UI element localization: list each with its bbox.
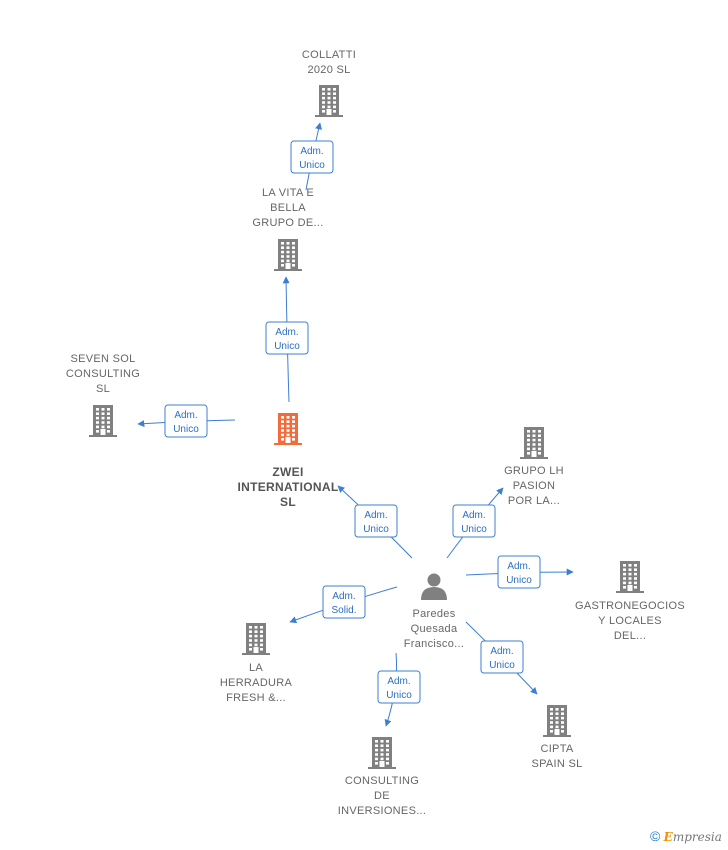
edge-paredes-zwei: Adm. Unico — [337, 485, 413, 559]
edge-label-box[interactable] — [322, 585, 366, 619]
node-label-line: GRUPO DE... — [252, 217, 323, 229]
building-icon[interactable] — [616, 561, 644, 593]
node-label-line: 2020 SL — [307, 64, 350, 76]
edge-paredes-herradura: Adm. Solid. — [289, 585, 398, 624]
node-label-line: DE — [374, 790, 390, 802]
node-label-line: Paredes — [412, 608, 455, 620]
node-label-line: ZWEI — [272, 465, 303, 479]
edge-label-box[interactable] — [377, 670, 421, 704]
node-label-line: CONSULTING — [345, 775, 419, 787]
node-label-line: GRUPO LH — [504, 465, 564, 477]
edge-label-text: Unico — [299, 160, 325, 171]
node-label-line: Quesada — [411, 623, 458, 635]
edge-label-text: Adm. — [507, 561, 530, 572]
node-label-line: SL — [280, 495, 296, 509]
node-label-line: SL — [96, 383, 110, 395]
edge-label-text: Unico — [461, 524, 487, 535]
edge-label-box[interactable] — [452, 504, 496, 538]
edge-label-box[interactable] — [265, 321, 309, 355]
building-icon[interactable] — [543, 705, 571, 737]
edge-paredes-gastro: Adm. Unico — [465, 555, 574, 589]
edge-label-text: Unico — [274, 341, 300, 352]
node-label-line: Francisco... — [404, 638, 464, 650]
edge-label-text: Adm. — [332, 591, 355, 602]
edge-label-text: Adm. — [490, 646, 513, 657]
building-icon[interactable] — [89, 405, 117, 437]
building-icon[interactable] — [368, 737, 396, 769]
building-icon[interactable] — [315, 85, 343, 117]
node-label-line: SEVEN SOL — [70, 353, 135, 365]
node-label-line: CONSULTING — [66, 368, 140, 380]
building-icon[interactable] — [242, 623, 270, 655]
node-label-line: INTERNATIONAL — [237, 480, 338, 494]
node-label-line: CIPTA — [540, 743, 573, 755]
edge-paredes-grupolh: Adm. Unico — [446, 487, 504, 559]
brand-logo-initial: E — [663, 830, 673, 844]
node-label-line: LA — [249, 662, 263, 674]
edge-zwei-sevensol: Adm. Unico — [137, 404, 236, 438]
edge-paredes-consulting: Adm. Unico — [377, 652, 421, 727]
footer-brand: © Empresia — [650, 828, 722, 844]
edge-label-text: Unico — [173, 424, 199, 435]
edge-label-box[interactable] — [480, 640, 524, 674]
node-consulting[interactable]: CONSULTING DE INVERSIONES... — [338, 737, 427, 817]
node-collatti[interactable]: COLLATTI 2020 SL — [302, 49, 356, 117]
edge-label-box[interactable] — [354, 504, 398, 538]
edge-label-box[interactable] — [290, 140, 334, 174]
node-label-line: LA VITA E — [262, 187, 314, 199]
node-label-line: HERRADURA — [220, 677, 293, 689]
edge-label-text: Adm. — [275, 327, 298, 338]
person-icon[interactable] — [421, 573, 447, 601]
edge-label-box[interactable] — [164, 404, 208, 438]
edge-label-text: Solid. — [331, 605, 356, 616]
node-label-line: FRESH &... — [226, 692, 286, 704]
brand-logo-rest: mpresia — [672, 830, 722, 844]
node-label-line: BELLA — [270, 202, 306, 214]
edge-label-text: Unico — [363, 524, 389, 535]
building-icon[interactable] — [520, 427, 548, 459]
edge-label-text: Adm. — [462, 510, 485, 521]
edge-paredes-cipta: Adm. Unico — [465, 621, 538, 695]
node-sevensol[interactable]: SEVEN SOL CONSULTING SL — [66, 353, 140, 437]
edge-label-text: Unico — [506, 575, 532, 586]
node-grupolh[interactable]: GRUPO LH PASION POR LA... — [504, 427, 564, 507]
edge-zwei-lavita: Adm. Unico — [265, 276, 309, 403]
node-gastro[interactable]: GASTRONEGOCIOS Y LOCALES DEL... — [575, 561, 685, 642]
edge-label-text: Unico — [386, 690, 412, 701]
edge-label-text: Adm. — [174, 410, 197, 421]
node-label-line: GASTRONEGOCIOS — [575, 600, 685, 612]
node-label-line: DEL... — [614, 630, 646, 642]
node-label-line: INVERSIONES... — [338, 805, 427, 817]
edge-label-text: Adm. — [300, 146, 323, 157]
nodes-layer: COLLATTI 2020 SL LA VITA E BELLA GRUPO DE...… — [66, 49, 685, 817]
node-label-line: PASION — [513, 480, 556, 492]
edge-label-box[interactable] — [497, 555, 541, 589]
edge-label-text: Adm. — [387, 676, 410, 687]
node-label-line: Y LOCALES — [598, 615, 662, 627]
copyright-symbol: © — [650, 828, 661, 844]
node-label-line: SPAIN SL — [531, 758, 582, 770]
building-icon[interactable] — [274, 413, 302, 445]
node-label-line: COLLATTI — [302, 49, 356, 61]
edge-label-text: Adm. — [364, 510, 387, 521]
node-herradura[interactable]: LA HERRADURA FRESH &... — [220, 623, 293, 704]
node-paredes[interactable]: ParedesQuesadaFrancisco... — [404, 573, 464, 651]
edge-label-text: Unico — [489, 660, 515, 671]
node-lavita[interactable]: LA VITA E BELLA GRUPO DE... — [252, 187, 323, 271]
edge-lavita-collatti: Adm. Unico — [290, 122, 334, 191]
node-label-line: POR LA... — [508, 495, 560, 507]
building-icon[interactable] — [274, 239, 302, 271]
brand-logo[interactable]: Empresia — [664, 830, 722, 844]
edges-layer: Adm.UnicoAdm.UnicoAdm.UnicoAdm.UnicoAdm.… — [137, 122, 574, 727]
node-cipta[interactable]: CIPTA SPAIN SL — [531, 705, 582, 770]
